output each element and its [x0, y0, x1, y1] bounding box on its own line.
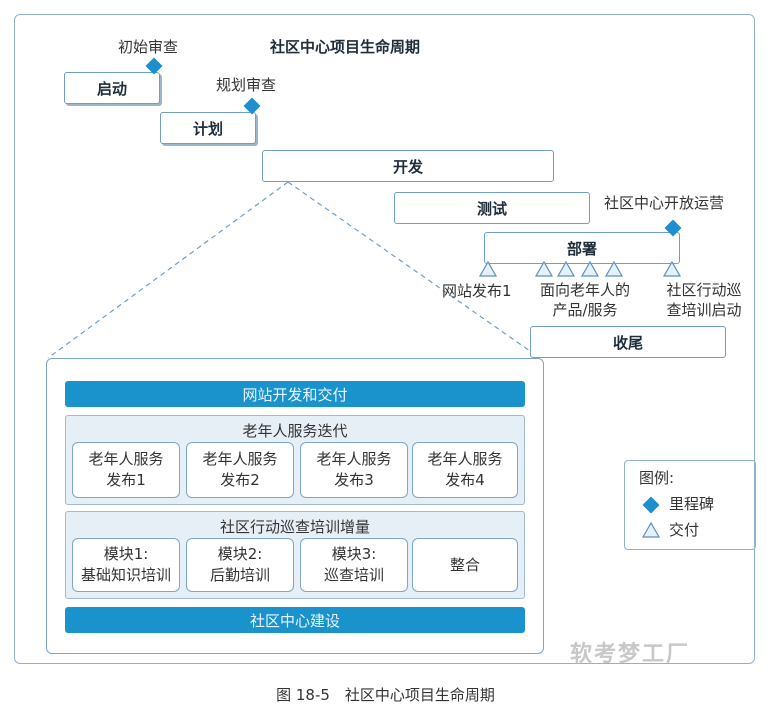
diagram-frame: [14, 14, 755, 664]
milestone-initial-review-label: 初始审查: [118, 38, 179, 56]
bar-website-dev: 网站开发和交付: [65, 381, 525, 407]
item-line2: 发布1: [106, 471, 146, 489]
group-patrol-title: 社区行动巡查培训增量: [219, 518, 370, 536]
legend-box: 图例: 里程碑 交付: [624, 460, 756, 550]
elder-release-3: 老年人服务 发布3: [300, 442, 408, 498]
deliverable-elder-label: 面向老年人的 产品/服务: [530, 280, 640, 320]
diagram-title: 社区中心项目生命周期: [270, 38, 421, 56]
group-elder-iteration: 老年人服务迭代 老年人服务 发布1 老年人服务 发布2 老年人服务 发布3 老年…: [65, 415, 525, 505]
phase-initiate: 启动: [64, 72, 160, 104]
milestone-plan-review-label: 规划审查: [216, 76, 277, 94]
item-line2: 巡查培训: [323, 566, 384, 584]
elder-release-4: 老年人服务 发布4: [412, 442, 518, 498]
item-line1: 老年人服务: [88, 450, 164, 468]
deliverable-patrol-line1: 社区行动巡: [666, 281, 742, 299]
item-line1: 老年人服务: [202, 450, 278, 468]
item-line1: 模块3:: [331, 545, 377, 563]
patrol-module-1: 模块1: 基础知识培训: [72, 538, 180, 592]
figure-caption: 图 18-5 社区中心项目生命周期: [276, 686, 495, 704]
deliverable-patrol-line2: 查培训启动: [666, 301, 742, 319]
elder-release-1: 老年人服务 发布1: [72, 442, 180, 498]
deliverable-website-label: 网站发布1: [442, 282, 512, 300]
item-line2: 后勤培训: [209, 566, 270, 584]
patrol-integration: 整合: [412, 538, 518, 592]
legend-title: 图例:: [639, 469, 675, 487]
item-line1: 模块1:: [103, 545, 149, 563]
patrol-module-3: 模块3: 巡查培训: [300, 538, 408, 592]
group-patrol-increment: 社区行动巡查培训增量 模块1: 基础知识培训 模块2: 后勤培训 模块3: 巡查…: [65, 511, 525, 599]
phase-develop: 开发: [262, 150, 554, 182]
watermark: 软考梦工厂: [570, 642, 691, 667]
legend-milestone-label: 里程碑: [669, 495, 715, 513]
elder-release-2: 老年人服务 发布2: [186, 442, 294, 498]
item-line2: 发布2: [220, 471, 260, 489]
patrol-module-2: 模块2: 后勤培训: [186, 538, 294, 592]
deliverable-elder-line2: 产品/服务: [552, 301, 618, 319]
deliverable-patrol-label: 社区行动巡 查培训启动: [654, 280, 754, 320]
develop-detail-box: 网站开发和交付 老年人服务迭代 老年人服务 发布1 老年人服务 发布2 老年人服…: [46, 358, 544, 654]
bar-center-build: 社区中心建设: [65, 607, 525, 633]
diamond-icon: [642, 496, 660, 514]
item-line1: 整合: [449, 555, 480, 574]
item-line2: 发布4: [445, 471, 485, 489]
phase-test: 测试: [394, 192, 590, 224]
milestone-open-operation-label: 社区中心开放运营: [604, 194, 725, 212]
item-line1: 老年人服务: [427, 450, 503, 468]
legend-deliverable-label: 交付: [669, 521, 700, 539]
deliverable-elder-line1: 面向老年人的: [539, 281, 630, 299]
item-line1: 模块2:: [217, 545, 263, 563]
phase-close: 收尾: [530, 326, 726, 358]
phase-deploy: 部署: [484, 232, 680, 264]
triangle-icon: [641, 521, 661, 538]
item-line2: 发布3: [334, 471, 374, 489]
item-line2: 基础知识培训: [80, 566, 171, 584]
group-elder-title: 老年人服务迭代: [242, 422, 348, 440]
item-line1: 老年人服务: [316, 450, 392, 468]
phase-plan: 计划: [160, 112, 256, 144]
